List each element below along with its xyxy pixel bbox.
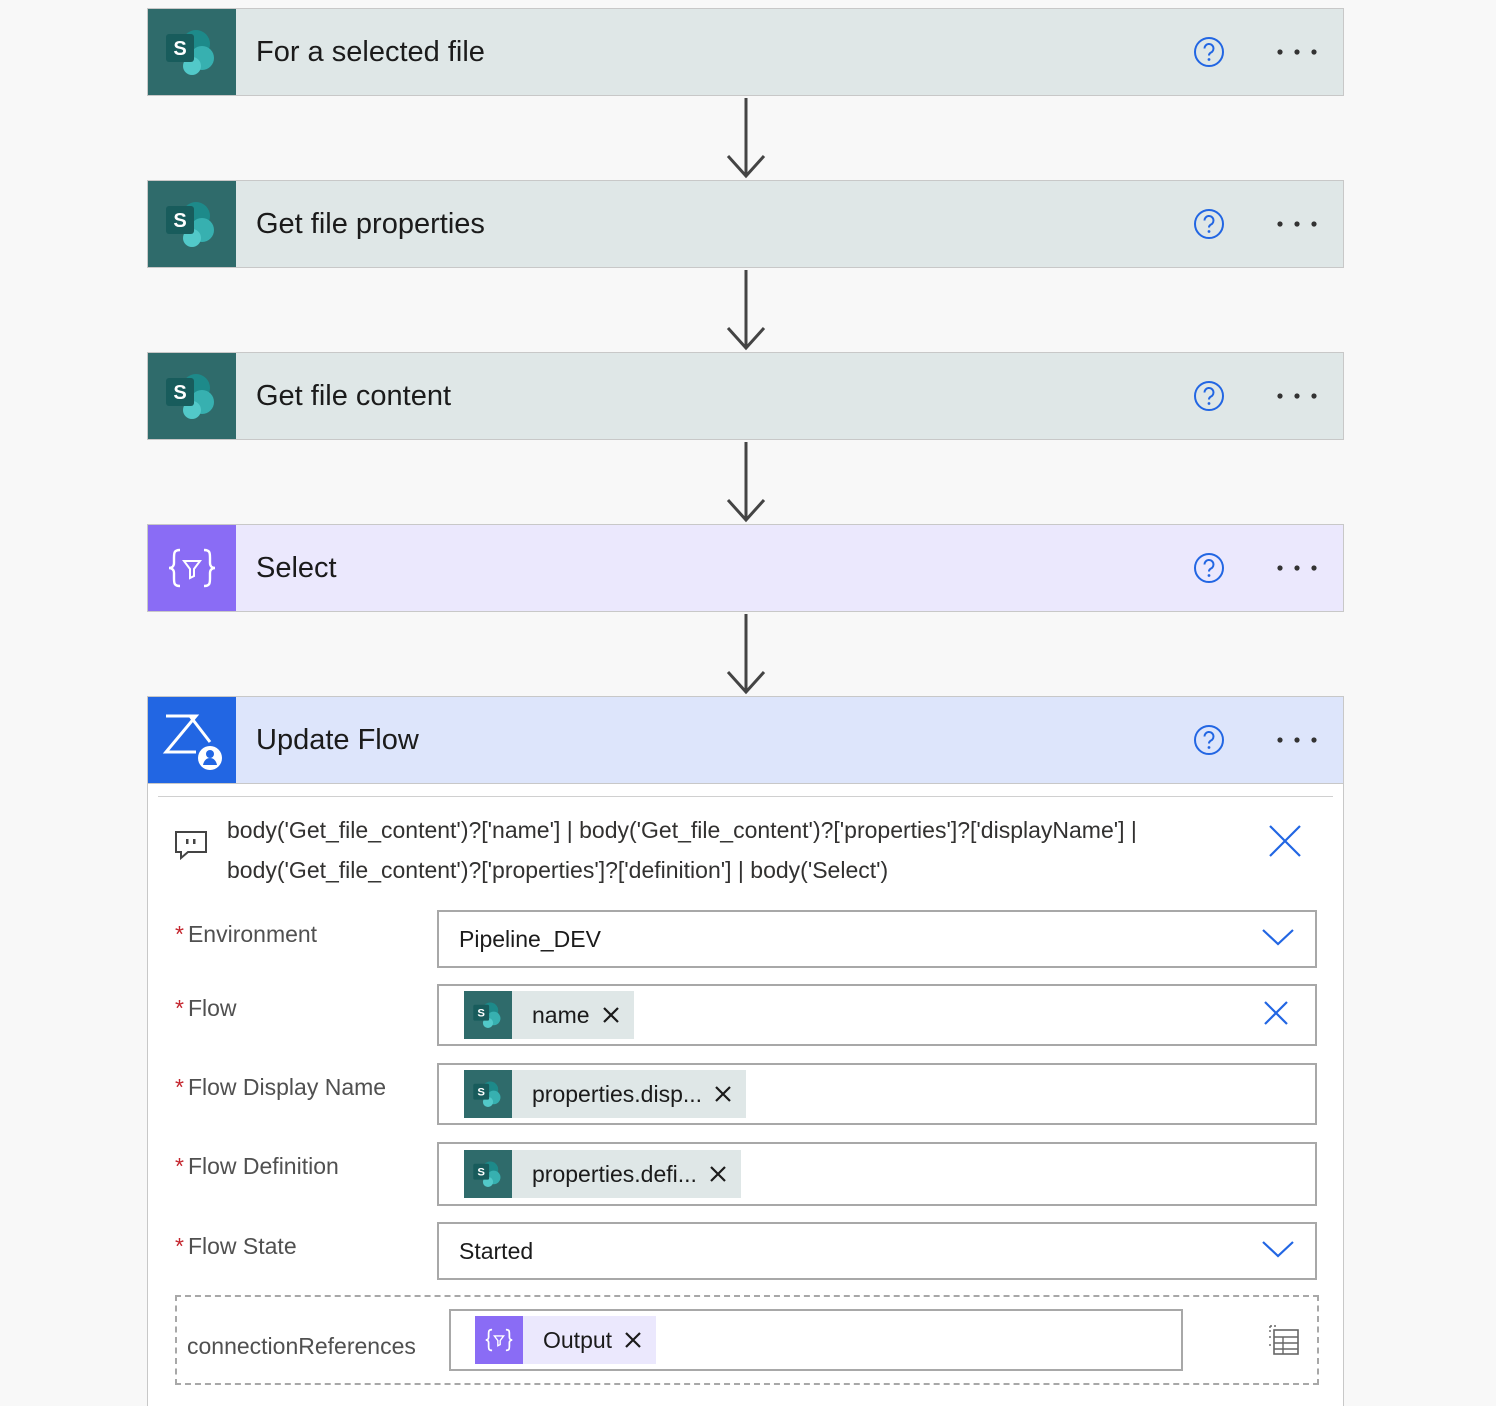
step-title: Get file content bbox=[256, 379, 452, 412]
remove-token-icon[interactable] bbox=[697, 1165, 741, 1183]
sharepoint-icon: S bbox=[148, 181, 236, 267]
sharepoint-icon: S bbox=[464, 1070, 512, 1118]
svg-text:S: S bbox=[173, 38, 186, 60]
chevron-down-icon[interactable] bbox=[1261, 1239, 1295, 1264]
svg-text:S: S bbox=[477, 1087, 485, 1099]
close-icon[interactable] bbox=[1268, 824, 1302, 863]
more-horizontal-icon[interactable] bbox=[1273, 219, 1321, 229]
remove-token-icon[interactable] bbox=[590, 1006, 634, 1024]
step-card-get-file-content[interactable]: S Get file content bbox=[147, 352, 1344, 440]
dynamic-content-token[interactable]: S name bbox=[464, 991, 634, 1039]
help-circle-icon[interactable] bbox=[1189, 548, 1229, 588]
token-label: properties.defi... bbox=[532, 1160, 697, 1187]
more-horizontal-icon[interactable] bbox=[1273, 563, 1321, 573]
flow-state-dropdown[interactable]: Started bbox=[437, 1222, 1317, 1280]
connection-references-label: connectionReferences bbox=[187, 1333, 416, 1359]
curly-braces-filter-icon bbox=[148, 525, 236, 611]
dynamic-content-token[interactable]: Output bbox=[475, 1316, 657, 1364]
flow-field[interactable]: S name bbox=[437, 984, 1317, 1046]
help-circle-icon[interactable] bbox=[1189, 720, 1229, 760]
flow-definition-label: *Flow Definition bbox=[175, 1153, 339, 1179]
flow-state-value: Started bbox=[459, 1237, 534, 1264]
step-title: Update Flow bbox=[256, 723, 419, 756]
flow-state-label: *Flow State bbox=[175, 1233, 297, 1259]
environment-value: Pipeline_DEV bbox=[459, 925, 601, 952]
step-title: Get file properties bbox=[256, 207, 485, 240]
flow-display-name-field[interactable]: S properties.disp... bbox=[437, 1063, 1317, 1125]
flow-display-name-label: *Flow Display Name bbox=[175, 1074, 387, 1100]
step-card-update-flow[interactable]: Update Flow bbox=[147, 696, 1344, 784]
divider bbox=[158, 796, 1333, 797]
step-title: Select bbox=[256, 551, 337, 584]
svg-text:S: S bbox=[477, 1008, 485, 1020]
more-horizontal-icon[interactable] bbox=[1273, 391, 1321, 401]
flow-label: *Flow bbox=[175, 995, 237, 1021]
more-horizontal-icon[interactable] bbox=[1273, 735, 1321, 745]
remove-token-icon[interactable] bbox=[702, 1085, 746, 1103]
sharepoint-icon: S bbox=[464, 991, 512, 1039]
step-title: For a selected file bbox=[256, 35, 485, 68]
power-automate-admin-icon bbox=[148, 697, 236, 783]
token-label: Output bbox=[543, 1326, 613, 1353]
svg-text:S: S bbox=[477, 1167, 485, 1179]
connector-arrow-icon bbox=[726, 98, 766, 179]
connector-arrow-icon bbox=[726, 270, 766, 351]
more-horizontal-icon[interactable] bbox=[1273, 47, 1321, 57]
remove-token-icon[interactable] bbox=[612, 1331, 656, 1349]
dynamic-content-token[interactable]: S properties.disp... bbox=[464, 1070, 747, 1118]
sharepoint-icon: S bbox=[464, 1150, 512, 1198]
comment-icon[interactable] bbox=[174, 830, 208, 865]
connection-references-field[interactable]: Output bbox=[449, 1309, 1183, 1371]
help-circle-icon[interactable] bbox=[1189, 32, 1229, 72]
update-flow-panel: body('Get_file_content')?['name'] | body… bbox=[147, 784, 1344, 1406]
sharepoint-icon: S bbox=[148, 353, 236, 439]
curly-braces-filter-icon bbox=[475, 1316, 523, 1364]
svg-text:S: S bbox=[173, 382, 186, 404]
step-card-for-a-selected-file[interactable]: S For a selected file bbox=[147, 8, 1344, 96]
flow-definition-field[interactable]: S properties.defi... bbox=[437, 1142, 1317, 1206]
environment-dropdown[interactable]: Pipeline_DEV bbox=[437, 910, 1317, 968]
connector-arrow-icon bbox=[726, 442, 766, 523]
environment-label: *Environment bbox=[175, 921, 318, 947]
token-label: properties.disp... bbox=[532, 1080, 703, 1107]
clear-field-icon[interactable] bbox=[1263, 1000, 1289, 1031]
table-view-icon[interactable] bbox=[1267, 1323, 1301, 1362]
svg-text:S: S bbox=[173, 210, 186, 232]
token-label: name bbox=[532, 1001, 590, 1028]
dynamic-content-token[interactable]: S properties.defi... bbox=[464, 1150, 741, 1198]
connector-arrow-icon bbox=[726, 614, 766, 695]
help-circle-icon[interactable] bbox=[1189, 204, 1229, 244]
sharepoint-icon: S bbox=[148, 9, 236, 95]
chevron-down-icon[interactable] bbox=[1261, 927, 1295, 952]
help-circle-icon[interactable] bbox=[1189, 376, 1229, 416]
step-card-select[interactable]: Select bbox=[147, 524, 1344, 612]
comment-text[interactable]: body('Get_file_content')?['name'] | body… bbox=[227, 817, 1137, 883]
step-card-get-file-properties[interactable]: S Get file properties bbox=[147, 180, 1344, 268]
connection-references-group: connectionReferences Output bbox=[175, 1295, 1319, 1385]
